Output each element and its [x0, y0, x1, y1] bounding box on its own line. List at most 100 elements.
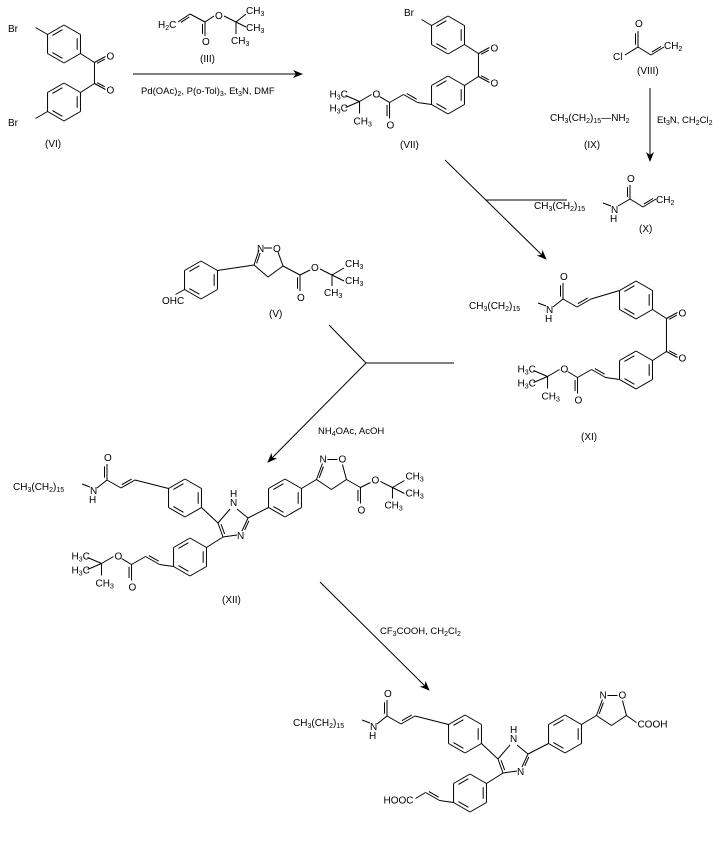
benzene-ring — [436, 103, 447, 110]
carboxylic-acid-label: HOOC — [384, 796, 414, 807]
ring-bond — [611, 715, 627, 726]
benzene-ring — [47, 53, 65, 64]
alkene-bond — [403, 94, 418, 103]
ring-double-bond — [217, 522, 224, 538]
chain-bond — [629, 198, 644, 208]
oxygen-label: O — [104, 453, 112, 464]
aldehyde-label: OHC — [162, 296, 184, 307]
benzene-ring — [447, 15, 465, 26]
methyl-bond — [235, 21, 247, 28]
benzene-ring — [624, 378, 635, 385]
nitrogen-label: N — [370, 722, 377, 733]
label-xi: (XI) — [581, 432, 597, 443]
carbonyl-bond — [94, 83, 106, 90]
label-viii: (VIII) — [637, 66, 659, 77]
methyl-label: CH3 — [345, 259, 363, 271]
methyl-label: H3C — [330, 90, 348, 102]
chain-bond — [439, 800, 454, 803]
benzene-ring — [189, 288, 200, 295]
oxygen-label: O — [618, 691, 626, 702]
oxygen-label: O — [202, 37, 210, 48]
oxygen-label: O — [106, 52, 114, 63]
carbonyl-bond — [94, 56, 106, 63]
benzene-ring — [52, 87, 63, 94]
alkene-bond — [177, 13, 191, 23]
benzene-ring — [553, 742, 564, 749]
benzene-ring — [447, 75, 465, 86]
benzene-ring — [47, 111, 65, 122]
ring-bond — [222, 534, 238, 538]
ester-bond — [359, 94, 372, 102]
methyl-bond — [533, 370, 548, 377]
c-br-bond — [35, 27, 48, 35]
carbonyl-bond — [96, 58, 106, 64]
label-xii: (XII) — [222, 595, 241, 606]
oxygen-label: O — [560, 272, 568, 283]
methyl-label: CH3 — [96, 579, 114, 591]
benzene-ring — [200, 260, 218, 271]
methyl-bond — [345, 95, 360, 102]
carbonyl-bond — [96, 82, 106, 88]
methyl-bond — [345, 101, 360, 108]
label-v: (V) — [269, 309, 282, 320]
bond — [217, 264, 255, 271]
alkyl-bond — [361, 719, 371, 724]
benzene-ring — [63, 111, 81, 122]
benzene-ring — [431, 15, 449, 26]
oxygen-label: O — [273, 244, 281, 255]
benzene-ring — [173, 537, 191, 548]
chain-bond — [131, 556, 146, 565]
carboxylic-acid-label: COOH — [637, 720, 667, 731]
label-ix: (IX) — [584, 140, 600, 151]
condition-step2: Et3N, CH2Cl2 — [657, 115, 713, 127]
oxygen-label: O — [115, 552, 123, 563]
alkene-bond — [406, 93, 417, 100]
arrow-merge-line-v — [328, 324, 367, 364]
bond — [282, 265, 301, 276]
ring-bond — [516, 744, 529, 755]
oxygen-label: O — [215, 11, 223, 22]
oxygen-label: O — [575, 396, 583, 407]
compound-labels: (VI) (III) (VII) (VIII) (IX) (X) (V) (XI… — [45, 54, 659, 606]
benzene-ring — [619, 309, 637, 320]
bond — [652, 351, 667, 361]
benzene-ring — [47, 24, 65, 35]
hydrogen-label: H — [89, 495, 96, 506]
ring-double-bond — [497, 758, 504, 774]
oxygen-label: O — [371, 476, 379, 487]
benzene-ring — [168, 478, 186, 489]
methyl-label: CH3 — [542, 392, 560, 404]
ester-bond — [121, 558, 132, 565]
methyl-label: CH3 — [405, 472, 423, 484]
benzene-ring — [431, 75, 449, 86]
benzene-ring — [268, 507, 286, 518]
methyl-label: H3C — [518, 379, 536, 391]
alkene-bond — [148, 555, 159, 562]
benzene-ring — [448, 743, 466, 754]
imine-bond — [318, 466, 324, 478]
benzene-ring — [458, 778, 469, 785]
benzene-ring — [458, 801, 469, 808]
ring-bond — [217, 508, 231, 524]
bromine-label: Br — [8, 118, 19, 129]
hexadecyl-label: CH3(CH2)15 — [13, 482, 64, 494]
carbonyl-bond — [478, 47, 490, 54]
benzene-ring — [619, 379, 637, 390]
benzene-ring — [173, 506, 184, 513]
chain-bond — [134, 479, 169, 489]
alkene-bond — [180, 16, 190, 23]
benzene-ring — [624, 355, 635, 362]
oxygen-label: O — [338, 455, 346, 466]
label-vii: (VII) — [400, 140, 419, 151]
benzene-ring — [453, 802, 471, 813]
benzene-ring — [619, 280, 637, 291]
carbonyl-bond — [480, 49, 490, 55]
carbonyl-bond — [478, 76, 490, 83]
oxygen-label: O — [678, 354, 686, 365]
